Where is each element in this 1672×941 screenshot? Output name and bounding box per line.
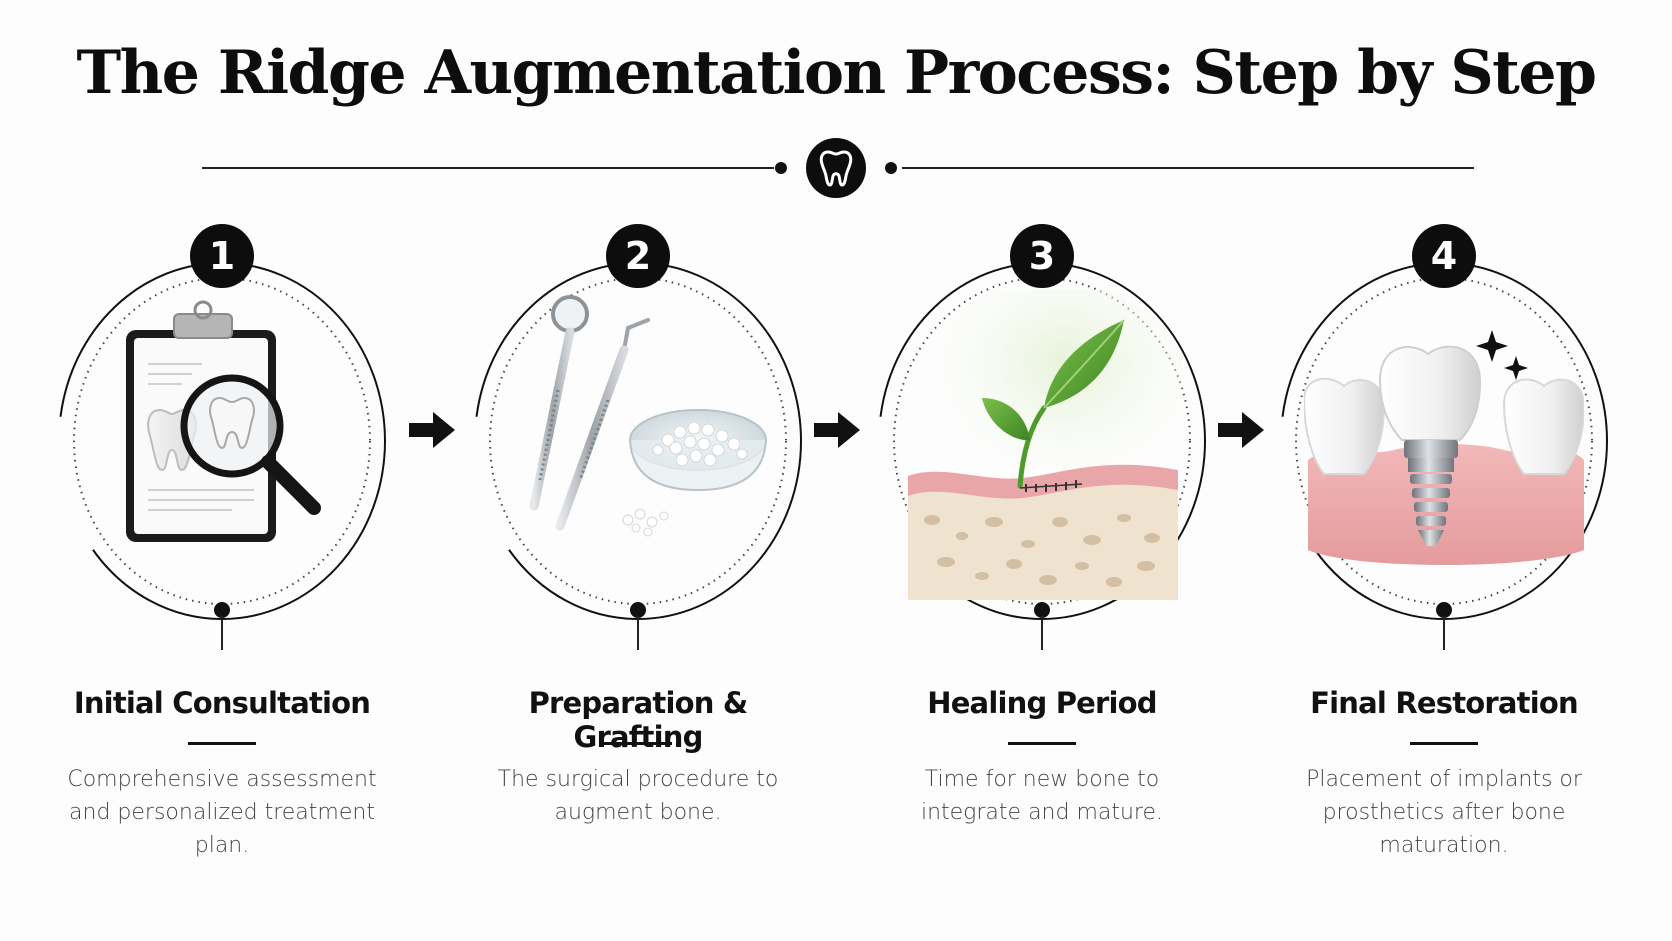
- step-2-title: Preparation & Grafting: [528, 686, 749, 754]
- step-3-title: Healing Period: [927, 686, 1157, 720]
- step-2-number-badge: 2: [606, 224, 670, 288]
- tooth-icon: [819, 150, 853, 187]
- arrow-right-icon: [1218, 412, 1264, 448]
- clipboard-magnifier-icon: [126, 300, 321, 542]
- dental-implant-icon: [1304, 330, 1584, 565]
- step-1-title: Initial Consultation: [73, 686, 371, 720]
- step-4-rule: [1410, 742, 1478, 745]
- step-2-rule: [604, 742, 672, 745]
- step-4: 4 Final Restoration Placement of implant…: [1268, 220, 1628, 880]
- step-2-description: The surgical procedure to augment bone.: [497, 767, 779, 825]
- step-4-pin-line: [1443, 616, 1445, 650]
- divider-left-dot: [775, 162, 787, 174]
- step-1-description: Comprehensive assessment and personalize…: [67, 767, 377, 858]
- page-title: The Ridge Augmentation Process: Step by …: [76, 38, 1598, 108]
- divider-right-dot: [885, 162, 897, 174]
- arrow-right-icon: [409, 412, 455, 448]
- step-1-pin-line: [221, 616, 223, 650]
- step-4-title: Final Restoration: [1310, 686, 1579, 720]
- step-1-rule: [188, 742, 256, 745]
- step-3-number-badge: 3: [1010, 224, 1074, 288]
- step-4-description: Placement of implants or prosthetics aft…: [1306, 767, 1582, 858]
- step-3-pin-line: [1041, 616, 1043, 650]
- dental-tools-graft-icon: [529, 295, 767, 537]
- step-4-pin: [1436, 602, 1452, 618]
- divider-right-line: [902, 167, 1474, 169]
- step-2: 2 Preparation & Grafting The surgical pr…: [462, 220, 822, 880]
- step-3-pin: [1034, 602, 1050, 618]
- step-3: 3 Healing Period Time for new bone to in…: [866, 220, 1226, 880]
- divider-left-line: [202, 167, 774, 169]
- step-1-pin: [214, 602, 230, 618]
- header-badge: [806, 138, 866, 198]
- step-1-number-badge: 1: [190, 224, 254, 288]
- step-2-pin-line: [637, 616, 639, 650]
- step-4-number-badge: 4: [1412, 224, 1476, 288]
- step-3-description: Time for new bone to integrate and matur…: [920, 767, 1164, 825]
- step-2-pin: [630, 602, 646, 618]
- sprout-bone-icon: [908, 290, 1182, 600]
- step-3-rule: [1008, 742, 1076, 745]
- step-1: 1 Initial Consultation Comprehensive ass…: [46, 220, 406, 880]
- arrow-right-icon: [814, 412, 860, 448]
